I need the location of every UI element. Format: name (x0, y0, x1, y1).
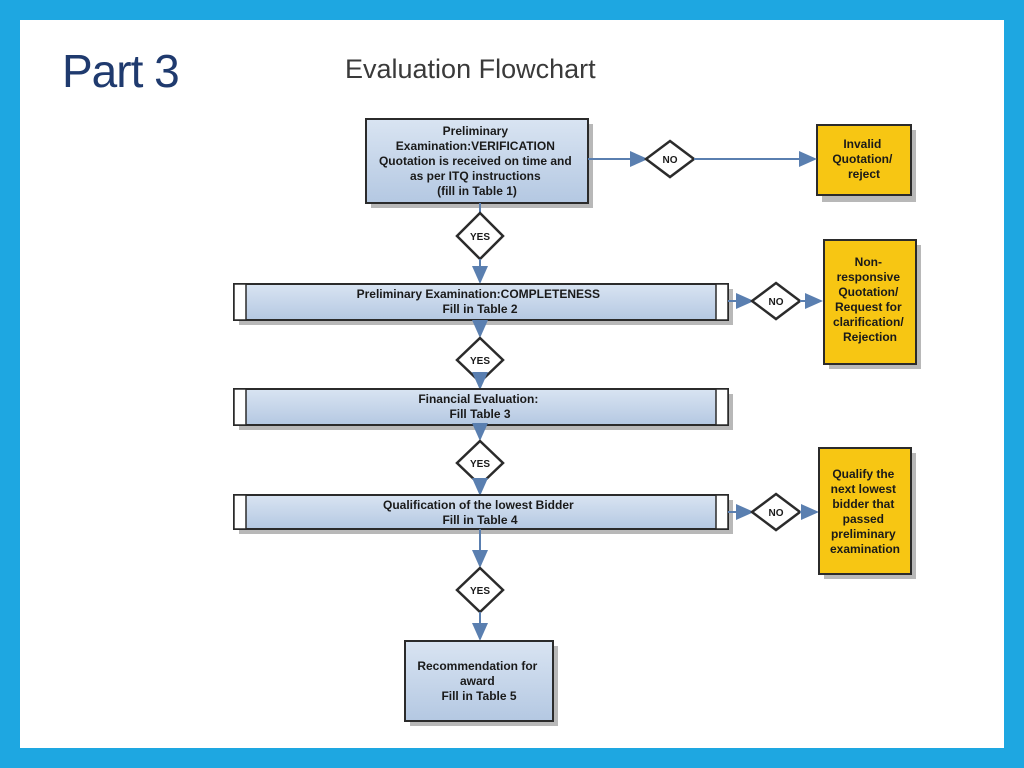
outcome-nonresponsive: Non- responsive Quotation/ Request for c… (823, 239, 921, 369)
svg-text:NO: NO (769, 508, 784, 519)
step-financial: Financial Evaluation: Fill Table 3 (233, 388, 733, 430)
decision-yes-4: YES (455, 566, 505, 614)
decision-yes-3: YES (455, 439, 505, 487)
step-verification: Preliminary Examination:VERIFICATION Quo… (365, 118, 593, 208)
decision-no-3: NO (749, 492, 803, 532)
decision-no-2: NO (749, 281, 803, 321)
svg-text:NO: NO (769, 297, 784, 308)
svg-text:NO: NO (663, 155, 678, 166)
svg-text:YES: YES (470, 586, 490, 597)
outcome-nonresponsive-text: Non- responsive Quotation/ Request for c… (833, 255, 907, 344)
step-qualification-text: Qualification of the lowest Bidder Fill … (383, 498, 577, 527)
flowchart-title: Evaluation Flowchart (345, 54, 596, 84)
step-verification-text: Preliminary Examination:VERIFICATION Quo… (379, 124, 575, 198)
decision-yes-1: YES (455, 211, 505, 261)
step-recommendation: Recommendation for award Fill in Table 5 (404, 640, 558, 726)
outcome-qualify-next: Qualify the next lowest bidder that pass… (818, 447, 916, 579)
svg-text:YES: YES (470, 232, 490, 243)
decision-no-1: NO (643, 139, 697, 179)
svg-text:YES: YES (470, 459, 490, 470)
step-qualification: Qualification of the lowest Bidder Fill … (233, 494, 733, 534)
svg-text:YES: YES (470, 356, 490, 367)
outcome-invalid-text: Invalid Quotation/ reject (832, 137, 895, 181)
decision-yes-2: YES (455, 336, 505, 384)
step-recommendation-text: Recommendation for award Fill in Table 5 (417, 659, 540, 703)
outcome-invalid: Invalid Quotation/ reject (816, 124, 916, 202)
outcome-qualify-next-text: Qualify the next lowest bidder that pass… (830, 467, 900, 556)
part-title: Part 3 (62, 45, 180, 97)
step-financial-text: Financial Evaluation: Fill Table 3 (418, 392, 541, 421)
step-completeness-text: Preliminary Examination:COMPLETENESS Fil… (357, 287, 604, 316)
step-completeness: Preliminary Examination:COMPLETENESS Fil… (233, 283, 733, 325)
